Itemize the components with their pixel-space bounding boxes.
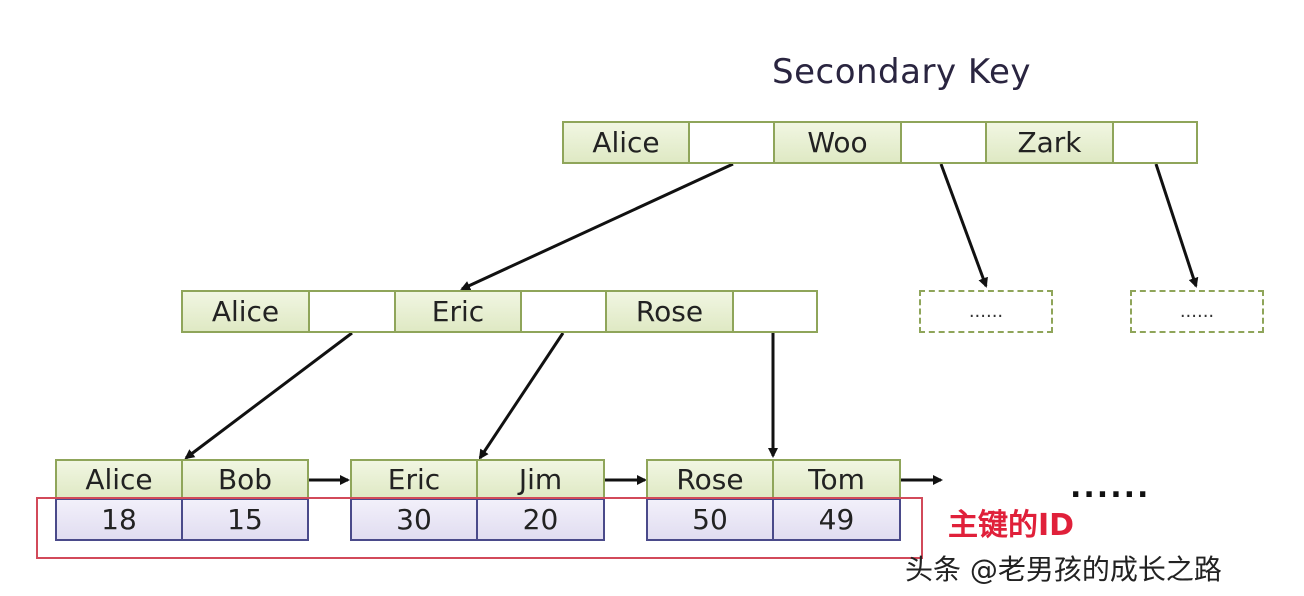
internal-pointer-2 — [520, 290, 607, 333]
leaf-3-key-tom: Tom — [772, 459, 901, 500]
leaf-1-key-bob: Bob — [181, 459, 309, 500]
primary-key-highlight-box — [36, 497, 923, 559]
arrow-level2-to-leaf-1 — [184, 331, 353, 460]
arrow-root-to-placeholder-2 — [1154, 163, 1199, 288]
arrow-root-to-level2 — [460, 162, 734, 291]
root-key-woo: Woo — [773, 121, 902, 164]
root-key-zark: Zark — [985, 121, 1114, 164]
internal-key-rose: Rose — [605, 290, 734, 333]
leaf-1-id-2: 15 — [181, 498, 309, 541]
primary-key-label: 主键的ID — [948, 508, 1075, 543]
root-key-alice: Alice — [562, 121, 690, 164]
root-pointer-2 — [900, 121, 987, 164]
leaf-2-id-2: 20 — [476, 498, 605, 541]
leaf-3-key-rose: Rose — [646, 459, 774, 500]
internal-key-alice: Alice — [181, 290, 310, 333]
leaf-3-id-2: 49 — [772, 498, 901, 541]
root-pointer-3 — [1112, 121, 1198, 164]
leaf-2-id-1: 30 — [350, 498, 478, 541]
internal-pointer-3 — [732, 290, 818, 333]
internal-key-eric: Eric — [394, 290, 522, 333]
watermark-text: 头条 @老男孩的成长之路 — [905, 553, 1222, 586]
placeholder-node-2: ...... — [1130, 290, 1264, 333]
root-pointer-1 — [688, 121, 775, 164]
arrow-root-to-placeholder-1 — [939, 163, 988, 288]
leaf-2-key-eric: Eric — [350, 459, 478, 500]
diagram-title: Secondary Key — [772, 52, 1032, 92]
placeholder-node-1: ...... — [919, 290, 1053, 333]
arrow-level2-to-leaf-2 — [478, 332, 565, 460]
internal-pointer-1 — [308, 290, 396, 333]
leaf-continuation-ellipsis: ...... — [1070, 470, 1151, 505]
leaf-2-key-jim: Jim — [476, 459, 605, 500]
leaf-1-id-1: 18 — [55, 498, 183, 541]
leaf-3-id-1: 50 — [646, 498, 774, 541]
leaf-1-key-alice: Alice — [55, 459, 183, 500]
